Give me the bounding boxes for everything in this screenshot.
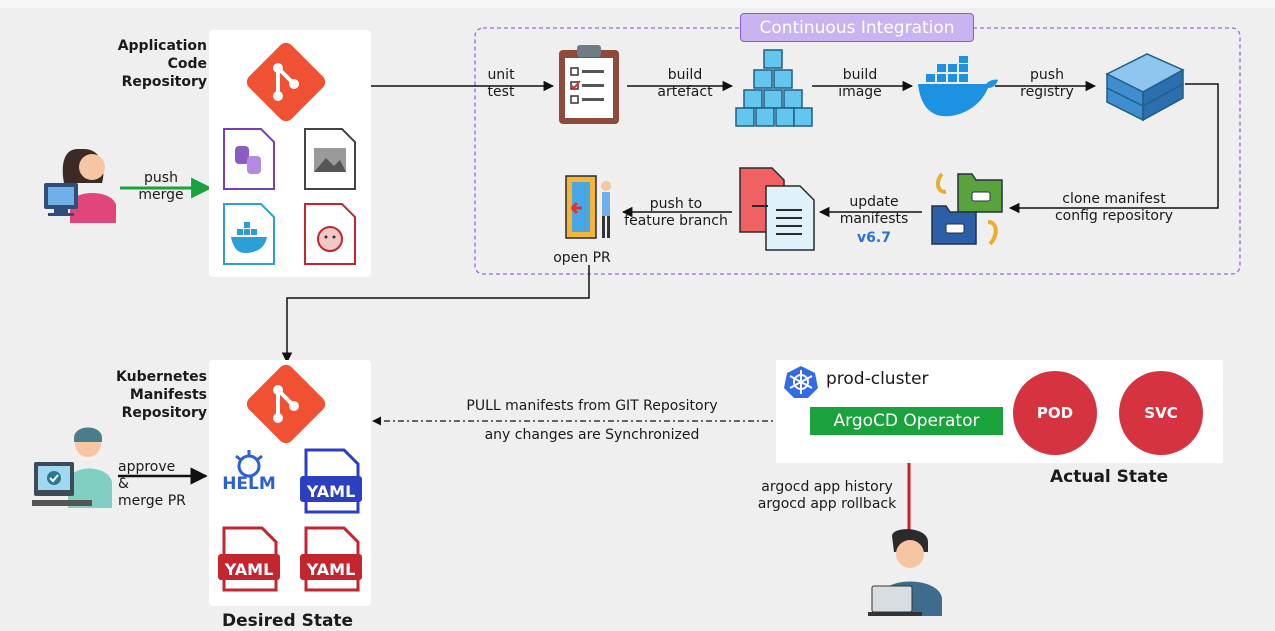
manifest-files-icon bbox=[739, 167, 815, 251]
config-repo-folders-icon bbox=[931, 172, 1003, 246]
push-registry-label: push registry bbox=[1020, 67, 1074, 100]
open-pr-label: open PR bbox=[553, 250, 611, 266]
kubernetes-icon bbox=[784, 366, 818, 398]
desired-state-label: Desired State bbox=[222, 611, 354, 631]
git-icon-k8s bbox=[246, 364, 326, 444]
argocd-operator-box: ArgoCD Operator bbox=[810, 407, 1003, 435]
actual-state-label: Actual State bbox=[1050, 467, 1169, 487]
helm-label: HELM bbox=[222, 474, 276, 494]
sync-pull-label: PULL manifests from GIT Repository bbox=[466, 398, 718, 414]
app-repo-label: Application Code Repository bbox=[117, 38, 207, 90]
push-feature-label: push to feature branch bbox=[624, 196, 728, 229]
yaml-label-blue: YAML bbox=[306, 482, 356, 501]
git-icon bbox=[246, 42, 326, 122]
sync-changes-label: any changes are Synchronized bbox=[484, 427, 700, 443]
version-label: v6.7 bbox=[857, 230, 891, 246]
push-merge-label: push merge bbox=[138, 170, 184, 203]
unit-test-label: unit test bbox=[487, 67, 515, 100]
reviewer-person-icon bbox=[32, 427, 112, 508]
jenkins-file-icon bbox=[304, 203, 356, 265]
build-image-label: build image bbox=[838, 67, 882, 100]
argocd-commands-label: argocd app history argocd app rollback bbox=[757, 479, 897, 512]
prod-cluster-name: prod-cluster bbox=[826, 369, 929, 389]
python-file-icon bbox=[223, 128, 275, 190]
helm-icon bbox=[235, 450, 263, 478]
docker-file-icon bbox=[223, 203, 275, 265]
update-manifests-label: update manifests bbox=[839, 194, 909, 227]
k8s-repo-label: Kubernetes Manifests Repository bbox=[116, 369, 207, 421]
developer-woman-icon bbox=[44, 149, 116, 223]
ci-title: Continuous Integration bbox=[740, 13, 974, 42]
open-door-pr-icon bbox=[565, 175, 611, 239]
yaml-label-red-1: YAML bbox=[224, 560, 274, 579]
approve-merge-label: approve & merge PR bbox=[118, 459, 186, 509]
pod-circle: POD bbox=[1013, 371, 1097, 455]
image-file-icon bbox=[304, 128, 356, 190]
cubes-artefact-icon bbox=[735, 49, 813, 127]
yaml-file-icon-red-1 bbox=[218, 526, 280, 592]
operator-person-icon bbox=[868, 529, 942, 616]
build-artefact-label: build artefact bbox=[657, 67, 713, 100]
svc-circle: SVC bbox=[1119, 371, 1203, 455]
yaml-file-icon-red-2 bbox=[300, 526, 362, 592]
yaml-file-icon-blue bbox=[300, 448, 362, 514]
docker-icon bbox=[918, 56, 998, 117]
clipboard-checklist-icon bbox=[559, 45, 619, 124]
yaml-label-red-2: YAML bbox=[306, 560, 356, 579]
container-registry-icon bbox=[1105, 53, 1185, 122]
clone-manifest-label: clone manifest config repository bbox=[1054, 191, 1174, 224]
